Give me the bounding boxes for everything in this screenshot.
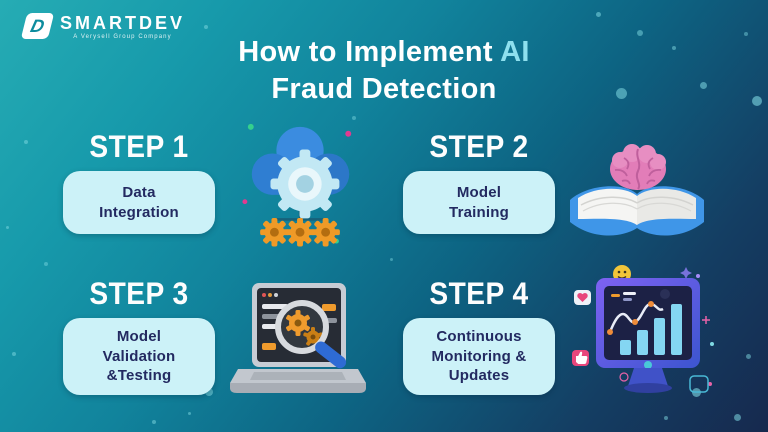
monitor-analytics-graphic [572,265,714,393]
background-dot [6,226,9,229]
brain-open-book-graphic [570,144,704,236]
monitor-stand [624,361,672,393]
brand-text: SMARTDEV A Verysell Group Company [60,13,185,40]
brain-shape [610,144,666,190]
small-gears [260,217,340,247]
background-dot [188,412,191,415]
monitor-analytics-icon [568,264,720,406]
background-dot [664,416,668,420]
line-chart [607,289,670,335]
monitor-frame [596,278,700,368]
brand-header: D SMARTDEV A Verysell Group Company [20,13,185,40]
background-dot [24,140,28,144]
background-dot [152,420,156,424]
step-2-card: Model Training [403,171,555,234]
step-1-label: Data Integration [99,183,179,221]
brain-open-book-icon [558,138,716,250]
step-1-heading: STEP 1 [89,129,189,165]
magnifier [275,300,347,369]
title-line-1: How to Implement AI [238,36,530,68]
cloud-data-gears-graphic [242,123,352,247]
screen-menu-lines [611,292,636,301]
open-book [570,186,704,236]
background-dot [596,12,601,17]
step-1: STEP 1 Data Integration [63,129,215,234]
step-4: STEP 4 Continuous Monitoring & Updates [403,276,555,395]
step-3-label: Model Validation &Testing [102,327,176,385]
brand-tagline: A Verysell Group Company [73,34,172,40]
cloud-data-gears-icon [237,116,365,248]
large-gear [270,149,340,219]
brand-name: SMARTDEV [60,13,186,33]
background-dot [12,352,16,356]
background-dot [390,258,393,261]
background-dot [44,262,48,266]
step-4-card: Continuous Monitoring & Updates [403,318,555,395]
laptop-base [230,369,366,393]
title-accent: AI [500,36,530,68]
bar-chart [620,304,682,355]
background-dot [204,25,208,29]
step-3-card: Model Validation &Testing [63,318,215,395]
laptop-magnifier-icon [228,281,368,397]
page-title: How to Implement AI Fraud Detection [0,34,768,108]
step-4-label: Continuous Monitoring & Updates [431,327,527,385]
step-2-heading: STEP 2 [429,129,529,165]
title-line-2: Fraud Detection [271,73,497,105]
step-3-heading: STEP 3 [89,276,189,312]
laptop-magnifier-graphic [230,283,366,393]
step-4-heading: STEP 4 [429,276,529,312]
background-dot [746,354,751,359]
step-2: STEP 2 Model Training [403,129,555,234]
step-1-card: Data Integration [63,171,215,234]
step-3: STEP 3 Model Validation &Testing [63,276,215,395]
background-dot [734,414,741,421]
step-2-label: Model Training [449,183,509,221]
